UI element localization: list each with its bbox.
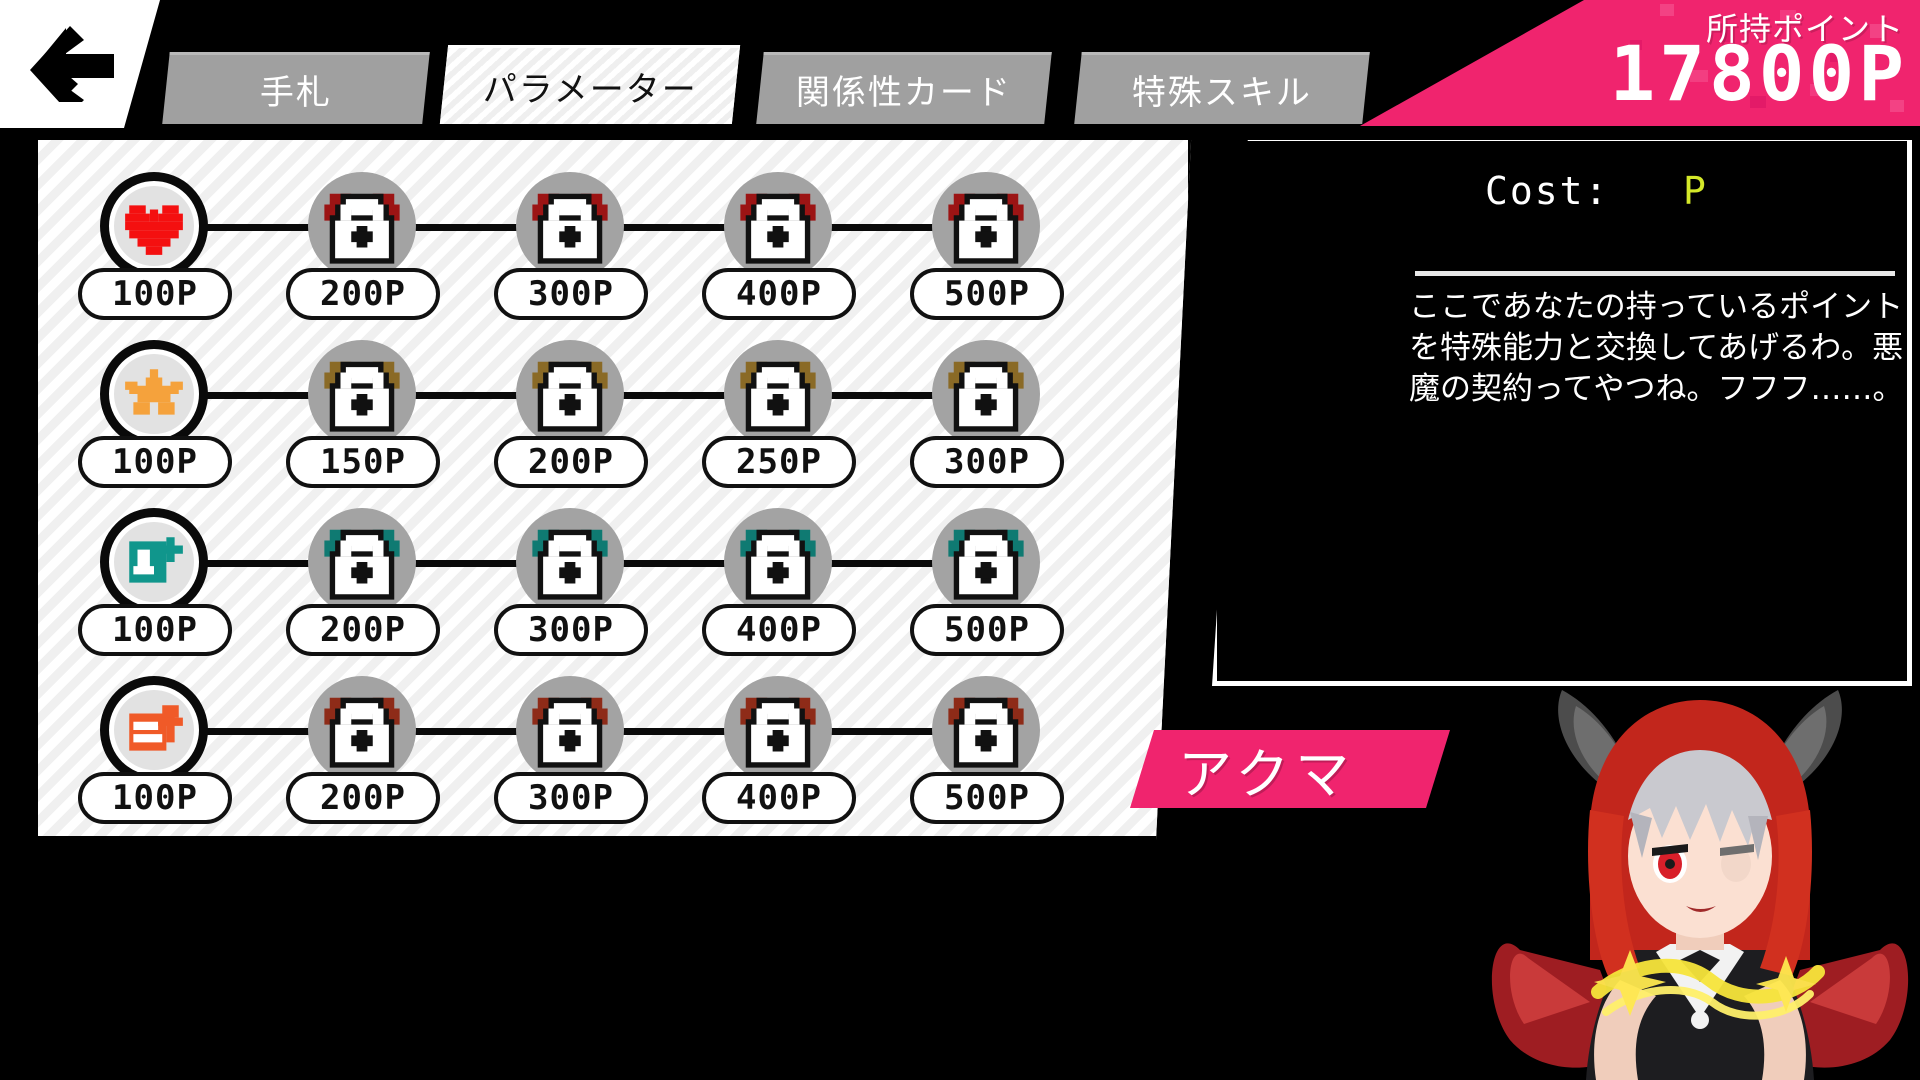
skill-node-price: 100P bbox=[78, 268, 232, 320]
skill-node-price: 100P bbox=[78, 436, 232, 488]
lock-icon bbox=[948, 193, 1024, 264]
demon-character-art bbox=[1491, 690, 1909, 1080]
skill-node-locked[interactable] bbox=[932, 172, 1040, 280]
skill-grid: 100P 200P 300P 400P 500P 100P 150P 200P 250P 300P… bbox=[38, 126, 1192, 840]
skill-node-price: 500P bbox=[910, 604, 1064, 656]
skill-node-price: 400P bbox=[702, 604, 856, 656]
back-arrow-icon bbox=[30, 26, 114, 102]
skill-node-locked[interactable] bbox=[724, 676, 832, 784]
skill-node-price: 100P bbox=[78, 604, 232, 656]
skill-node-price: 500P bbox=[910, 268, 1064, 320]
tab-label: 手札 bbox=[259, 73, 332, 113]
points-label: 所持ポイント bbox=[1705, 10, 1904, 48]
skill-tree-panel: 100P 200P 300P 400P 500P 100P 150P 200P 250P 300P… bbox=[34, 122, 1192, 840]
tab-relationship-card[interactable]: 関係性カード bbox=[756, 52, 1052, 124]
skill-node-locked[interactable] bbox=[516, 508, 624, 616]
skill-node-price: 300P bbox=[494, 268, 648, 320]
tab-special-skill[interactable]: 特殊スキル bbox=[1074, 52, 1370, 124]
info-panel: Cost: P ここであなたの持っているポイントを特殊能力と交換してあげるわ。悪… bbox=[1212, 136, 1912, 686]
skill-node-locked[interactable] bbox=[932, 676, 1040, 784]
character-name-tag: アクマ bbox=[1130, 730, 1450, 808]
skill-node-price: 400P bbox=[702, 772, 856, 824]
tab-parameter[interactable]: パラメーター bbox=[439, 45, 741, 124]
skill-node-price: 500P bbox=[910, 772, 1064, 824]
lock-icon bbox=[324, 529, 400, 600]
power-up-icon bbox=[129, 705, 183, 751]
lock-icon bbox=[740, 193, 816, 264]
back-button[interactable] bbox=[0, 0, 160, 128]
tab-label: 特殊スキル bbox=[1131, 73, 1312, 113]
skill-node-locked[interactable] bbox=[932, 508, 1040, 616]
cost-value: P bbox=[1683, 169, 1708, 213]
skill-node-price: 400P bbox=[702, 268, 856, 320]
skill-node-price: 200P bbox=[286, 772, 440, 824]
skill-node-locked[interactable] bbox=[308, 676, 416, 784]
lock-icon bbox=[532, 361, 608, 432]
points-value: 17800P bbox=[1609, 29, 1908, 118]
lock-icon bbox=[740, 361, 816, 432]
skill-node-locked[interactable] bbox=[724, 508, 832, 616]
lock-icon bbox=[324, 361, 400, 432]
skill-node-unlocked[interactable] bbox=[100, 508, 208, 616]
lock-icon bbox=[948, 361, 1024, 432]
skill-node-locked[interactable] bbox=[308, 172, 416, 280]
skill-node-unlocked[interactable] bbox=[100, 172, 208, 280]
tab-tefuda[interactable]: 手札 bbox=[162, 52, 430, 124]
character-name: アクマ bbox=[1178, 742, 1356, 806]
lock-icon bbox=[532, 697, 608, 768]
skill-node-price: 200P bbox=[494, 436, 648, 488]
cost-label: Cost: bbox=[1485, 169, 1610, 213]
skill-node-price: 300P bbox=[494, 604, 648, 656]
banner-noise bbox=[1630, 4, 1904, 112]
skill-node-locked[interactable] bbox=[516, 676, 624, 784]
skill-node-price: 100P bbox=[78, 772, 232, 824]
skill-node-price: 300P bbox=[494, 772, 648, 824]
skill-node-price: 200P bbox=[286, 268, 440, 320]
tab-label: 関係性カード bbox=[795, 73, 1012, 113]
skill-node-locked[interactable] bbox=[308, 340, 416, 448]
star-icon bbox=[125, 369, 183, 415]
skill-node-locked[interactable] bbox=[516, 340, 624, 448]
skill-node-locked[interactable] bbox=[724, 172, 832, 280]
lock-icon bbox=[324, 697, 400, 768]
lock-icon bbox=[948, 697, 1024, 768]
lock-icon bbox=[532, 193, 608, 264]
lock-icon bbox=[324, 193, 400, 264]
info-description: ここであなたの持っているポイントを特殊能力と交換してあげるわ。悪魔の契約ってやつ… bbox=[1409, 289, 1904, 407]
divider bbox=[1415, 271, 1895, 276]
skill-node-price: 300P bbox=[910, 436, 1064, 488]
skill-node-unlocked[interactable] bbox=[100, 340, 208, 448]
lock-icon bbox=[740, 529, 816, 600]
skill-node-unlocked[interactable] bbox=[100, 676, 208, 784]
skill-node-locked[interactable] bbox=[724, 340, 832, 448]
skill-node-locked[interactable] bbox=[308, 508, 416, 616]
lock-icon bbox=[532, 529, 608, 600]
tab-label: パラメーター bbox=[482, 69, 698, 110]
heal-plus-icon bbox=[129, 537, 183, 583]
lock-icon bbox=[740, 697, 816, 768]
skill-node-locked[interactable] bbox=[516, 172, 624, 280]
skill-node-locked[interactable] bbox=[932, 340, 1040, 448]
skill-node-price: 200P bbox=[286, 604, 440, 656]
skill-node-price: 150P bbox=[286, 436, 440, 488]
heart-icon bbox=[125, 205, 183, 255]
skill-node-price: 250P bbox=[702, 436, 856, 488]
lock-icon bbox=[948, 529, 1024, 600]
